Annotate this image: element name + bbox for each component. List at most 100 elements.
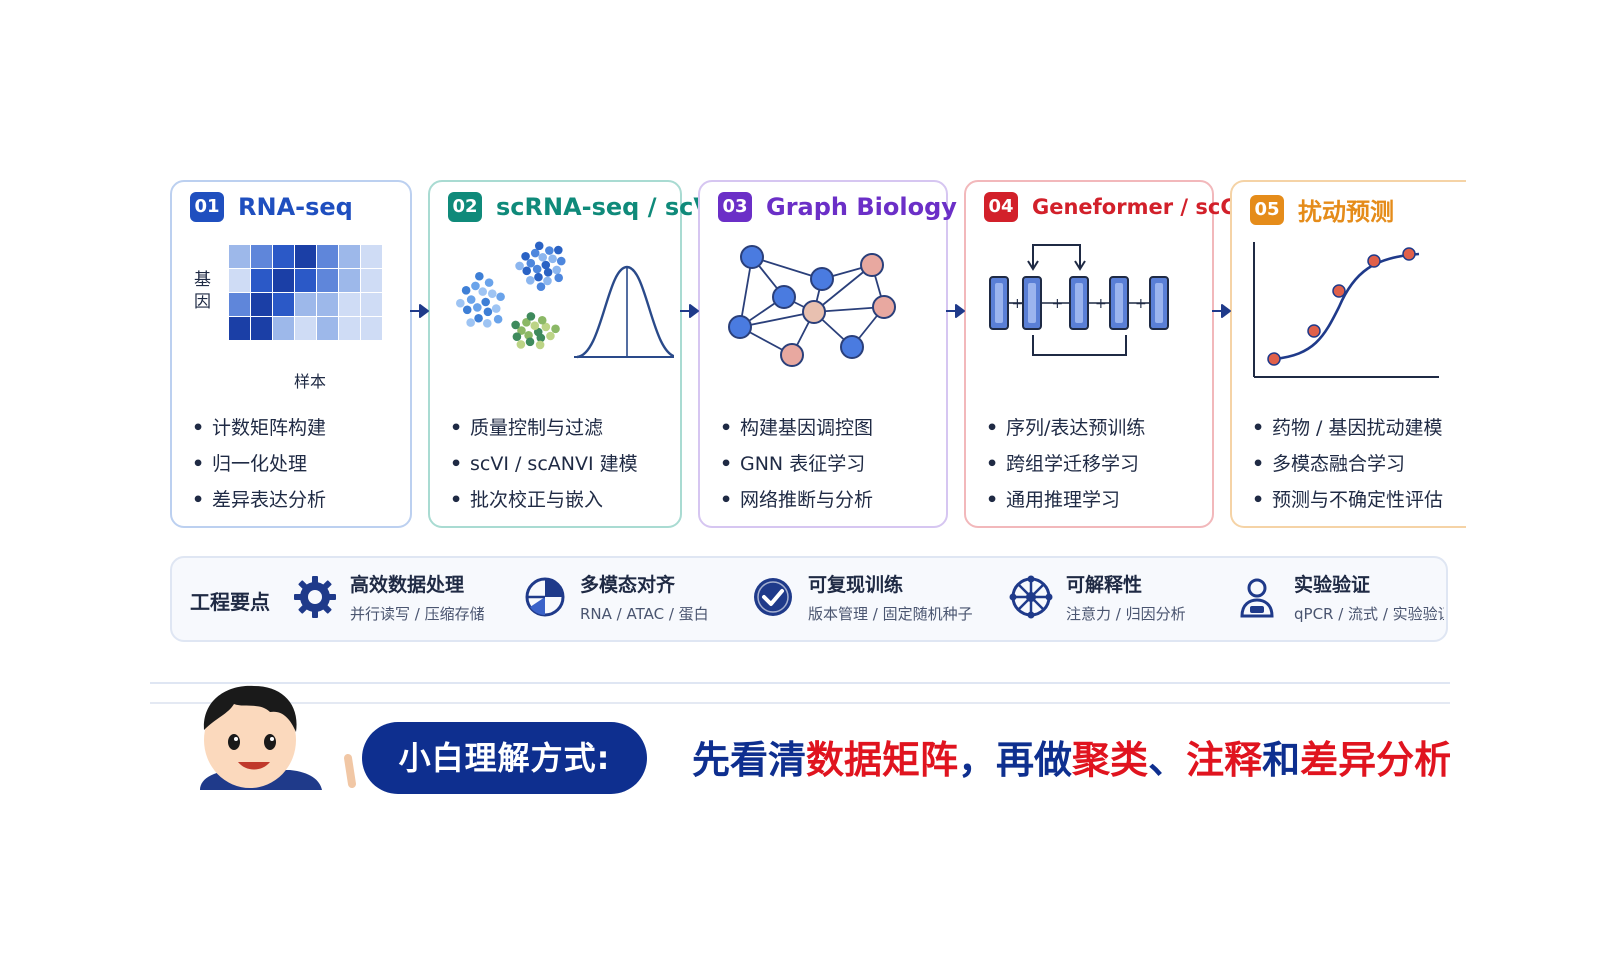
beginner-tip-pill: 小白理解方式: (362, 722, 647, 794)
cell-dot (526, 258, 536, 268)
eng-item-title: 高效数据处理 (350, 574, 465, 596)
top-arrow-left (1027, 260, 1039, 271)
heatmap-cell (273, 293, 294, 316)
graph-node (728, 315, 752, 339)
tagline-text: 和 (1262, 738, 1301, 782)
cell-dot (487, 289, 497, 298)
stage-card-rna-seq: 01 RNA-seq 基 因 样本 计数矩阵构建 归一化处理 差异表达分析 (170, 180, 412, 528)
eng-item-multimodal: 多模态对齐 RNA / ATAC / 蛋白 (522, 570, 709, 624)
cell-dot (481, 297, 490, 307)
eng-item-interpretability: 可解释性 注意力 / 归因分析 (1008, 570, 1186, 624)
cell-dot (516, 340, 526, 349)
heatmap-cell (273, 245, 294, 268)
cell-dot (475, 271, 484, 281)
card-header: 03 Graph Biology (718, 192, 957, 222)
cell-dot (484, 278, 494, 287)
transformer-block-inner (1155, 283, 1163, 323)
eng-item-title: 多模态对齐 (580, 574, 676, 596)
cell-dot (541, 260, 551, 270)
heatmap-cell (251, 269, 272, 292)
heatmap-cell (361, 245, 382, 268)
graph-node (802, 300, 826, 324)
step-number-badge: 04 (984, 192, 1018, 222)
response-points (1267, 247, 1416, 366)
section-divider (150, 702, 1450, 704)
eng-item-subtitle: 注意力 / 归因分析 (1066, 605, 1186, 623)
cell-dot (525, 276, 535, 285)
tagline-text: 先看清 (692, 738, 807, 782)
heatmap-cell (295, 317, 316, 340)
bullet-item: 序列/表达预训练 (986, 410, 1145, 446)
cell-dot (461, 286, 471, 295)
card-bullet-list: 序列/表达预训练 跨组学迁移学习 通用推理学习 (986, 410, 1145, 518)
bullet-item: 构建基因调控图 (720, 410, 873, 446)
graph-node (860, 253, 884, 277)
section-divider (150, 682, 1450, 684)
eng-item-subtitle: RNA / ATAC / 蛋白 (580, 605, 709, 623)
cell-dot (471, 281, 480, 291)
response-point (1332, 284, 1346, 298)
card-title: RNA-seq (238, 193, 353, 221)
heatmap-cell (339, 317, 360, 340)
step-number-badge: 01 (190, 192, 224, 222)
network-wheel-icon (1009, 575, 1053, 619)
eng-item-title: 可复现训练 (808, 574, 904, 596)
step-number-badge: 05 (1250, 194, 1284, 225)
cell-dot (534, 241, 544, 251)
flow-arrow-4 (1210, 300, 1232, 322)
graph-node (840, 335, 864, 359)
heatmap-cell (295, 269, 316, 292)
cell-dot (534, 272, 543, 282)
cell-dot (532, 264, 542, 274)
heatmap-cell (251, 293, 272, 316)
eng-item-subtitle: qPCR / 流式 / 实验验证 (1294, 605, 1444, 623)
cell-dot (512, 332, 522, 342)
eng-item-reproducible: 可复现训练 版本管理 / 固定随机种子 (750, 570, 973, 624)
gene-network-figure (728, 245, 896, 367)
eng-item-subtitle: 并行读写 / 压缩存储 (350, 605, 485, 623)
eng-item-subtitle: 版本管理 / 固定随机种子 (808, 605, 973, 623)
heatmap-cell (361, 293, 382, 316)
card-bullet-list: 构建基因调控图 GNN 表征学习 网络推断与分析 (720, 410, 873, 518)
cell-dot (526, 312, 536, 321)
cell-dot (496, 292, 505, 302)
cell-cluster-dots (456, 241, 566, 350)
heatmap-figure: 基 因 样本 (194, 245, 382, 391)
bullet-item: scVI / scANVI 建模 (450, 446, 638, 482)
gene-axis-label: 基 (194, 270, 211, 290)
card-header: 05 扰动预测 (1250, 192, 1394, 227)
bullet-item: 药物 / 基因扰动建模 (1252, 410, 1443, 446)
gear-icon (294, 576, 336, 618)
cartoon-boy-avatar (200, 685, 356, 790)
flow-arrow-3 (944, 300, 966, 322)
heatmap-cell (317, 269, 338, 292)
eng-item-validation: 实验验证 qPCR / 流式 / 实验验证 (1236, 570, 1444, 624)
heatmap-cell (251, 317, 272, 340)
bullet-item: 归一化处理 (192, 446, 326, 482)
cell-dot (536, 333, 546, 343)
cell-dot (543, 276, 552, 286)
heatmap-cell (339, 293, 360, 316)
heatmap-cell (295, 245, 316, 268)
pie-icon (525, 577, 565, 617)
tagline-highlight: 注释 (1186, 738, 1263, 782)
cell-dot (483, 307, 493, 317)
cell-dot (517, 326, 526, 335)
heatmap-cell (317, 293, 338, 316)
gene-network-graph (728, 245, 896, 367)
plus-sign: + (1052, 296, 1064, 312)
graph-node (872, 295, 896, 319)
card-title: 扰动预测 (1298, 198, 1394, 226)
top-skip-connection (1032, 244, 1081, 267)
bullet-item: 通用推理学习 (986, 482, 1145, 518)
bullet-item: 差异表达分析 (192, 482, 326, 518)
tagline-highlight: 差异分析 (1300, 738, 1450, 782)
transformer-block-inner (1028, 283, 1036, 323)
heatmap-cell (295, 293, 316, 316)
dose-response-figure (1253, 242, 1439, 378)
cell-dot (522, 317, 531, 327)
response-point (1307, 324, 1321, 338)
cell-dot (466, 318, 475, 327)
cell-dot (554, 273, 563, 283)
heatmap-cell (317, 317, 338, 340)
